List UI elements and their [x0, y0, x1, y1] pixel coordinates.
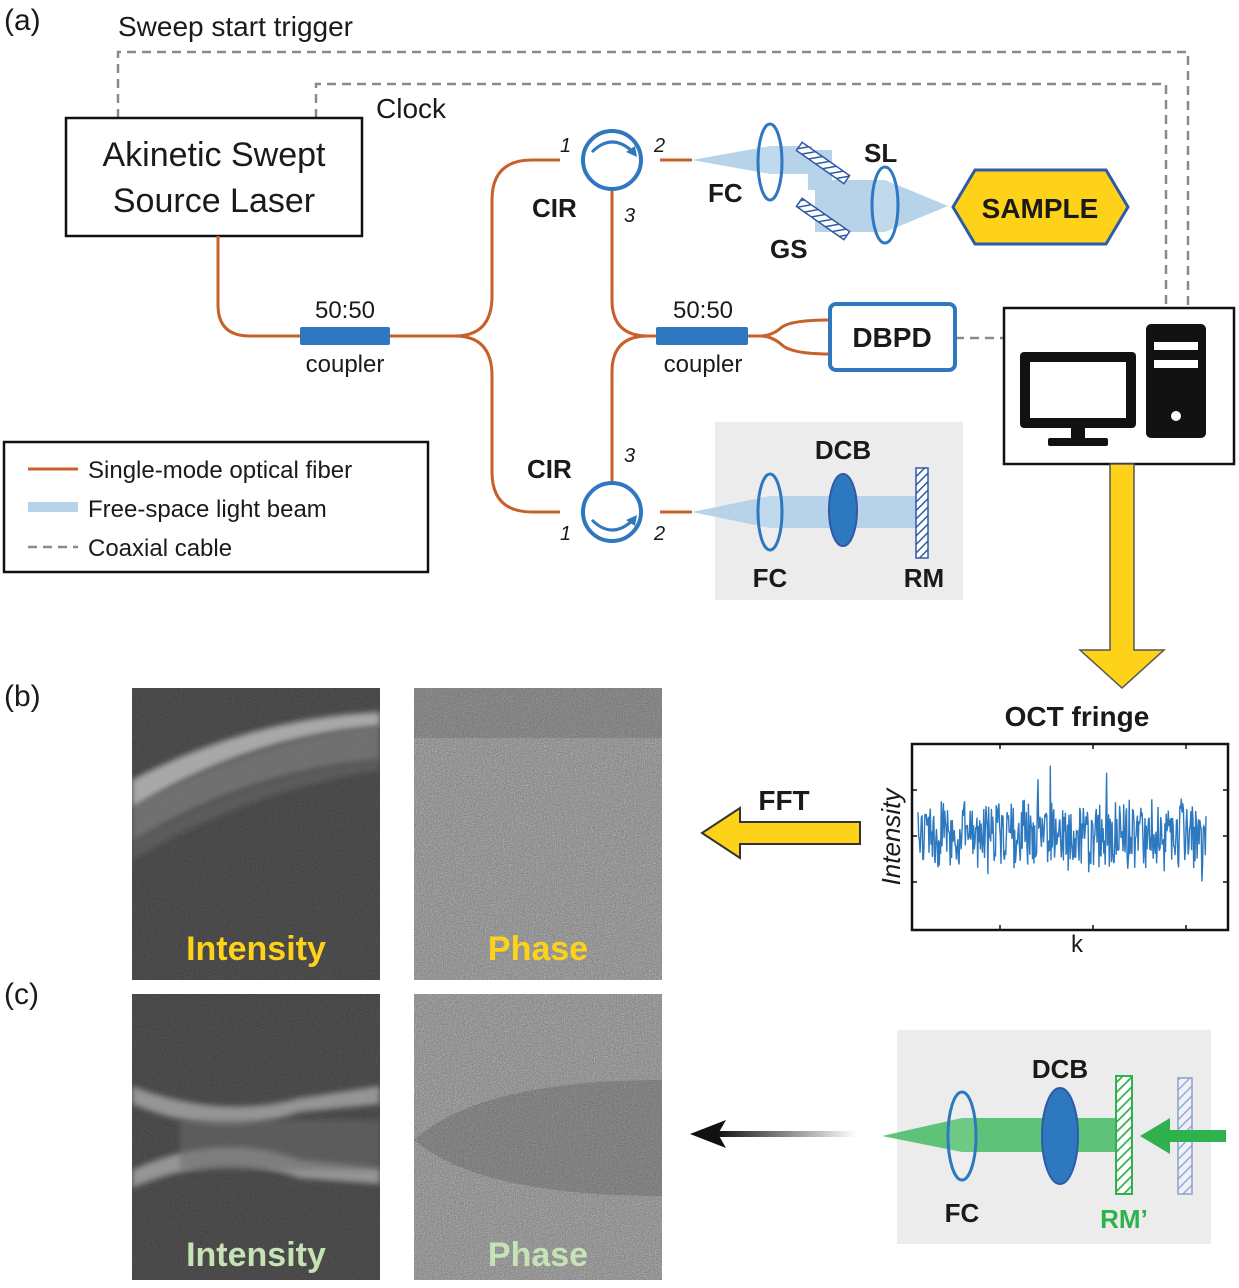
scan-lens — [870, 165, 900, 245]
fc-label-c: FC — [945, 1198, 980, 1228]
virtual-reference-mirror — [1115, 1075, 1133, 1195]
cir-bottom-port3: 3 — [624, 445, 635, 467]
panel-b-label: (b) — [4, 680, 41, 713]
ref-dcb-label: DCB — [815, 435, 871, 465]
fringe-waveform — [917, 765, 1207, 882]
coupler-1-label: coupler — [306, 351, 385, 378]
rm-label-c: RM’ — [1100, 1204, 1148, 1234]
fringe-xlabel: k — [1071, 931, 1084, 958]
laser-box — [64, 116, 364, 238]
green-arrow-head — [1140, 1118, 1170, 1154]
phase-label-b: Phase — [488, 930, 588, 968]
fringe-title: OCT fringe — [1005, 701, 1150, 732]
cir-top-port3: 3 — [624, 205, 635, 227]
phase-image-b — [414, 688, 662, 980]
clock-cable — [314, 82, 1168, 324]
galvo-label: GS — [770, 234, 808, 264]
intensity-image-b — [132, 688, 380, 980]
clock-label: Clock — [376, 93, 447, 124]
fiber-to-bottom-circulator — [454, 334, 560, 514]
fiber-top-circ-to-coupler — [610, 188, 660, 338]
cir-bottom-port1: 1 — [560, 523, 571, 545]
coupler-2 — [656, 327, 748, 345]
coupler-1 — [300, 327, 390, 345]
monitor-icon — [1020, 352, 1136, 446]
sweep-trigger-cable — [116, 50, 1190, 324]
dcb-label-c: DCB — [1032, 1054, 1088, 1084]
intensity-image-c — [132, 994, 380, 1280]
reference-mirror — [915, 467, 929, 559]
panel-a-label: (a) — [4, 4, 41, 37]
optical-fibers — [216, 158, 831, 514]
pc-tower-icon — [1146, 324, 1206, 438]
cir-bottom-port2: 2 — [653, 523, 665, 545]
fft-arrow — [700, 806, 861, 860]
circulator-bottom — [581, 481, 643, 543]
dcb-c — [1041, 1087, 1079, 1185]
black-arrow-shaft — [716, 1131, 856, 1137]
legend-beam-swatch — [28, 502, 78, 512]
green-beam-cone — [882, 1118, 962, 1152]
dispersion-compensation-block — [828, 473, 858, 547]
legend-cable-label: Coaxial cable — [88, 535, 232, 562]
dbpd-box — [828, 302, 957, 372]
data-flow-arrow — [1078, 463, 1166, 690]
sample-fiber-collimator-lens — [756, 122, 784, 202]
coupler-2-label: coupler — [664, 351, 743, 378]
fringe-ticks — [912, 744, 1228, 930]
sweep-trigger-label: Sweep start trigger — [118, 11, 353, 42]
circulator-top — [581, 129, 643, 191]
fiber-bottom-circ-to-coupler — [610, 334, 649, 485]
galvo-mirror-1 — [795, 141, 851, 185]
phase-label-c: Phase — [488, 1236, 588, 1274]
fiber-to-dbpd-b — [759, 334, 831, 356]
intensity-label-c: Intensity — [186, 1236, 326, 1274]
phase-image-c — [414, 994, 662, 1280]
cir-top-port1: 1 — [560, 135, 571, 157]
laser-fiber — [216, 236, 300, 338]
scan-lens-label: SL — [864, 138, 897, 168]
circulator-bottom-label: CIR — [527, 454, 572, 484]
sample-label: SAMPLE — [982, 193, 1099, 224]
legend-beam-label: Free-space light beam — [88, 496, 327, 523]
coupler-2-ratio: 50:50 — [673, 297, 733, 324]
panel-c-label: (c) — [4, 978, 39, 1011]
fiber-to-dbpd-a — [748, 318, 831, 338]
ref-rm-label: RM — [904, 563, 944, 593]
black-arrow-head — [690, 1120, 726, 1148]
legend-fiber-label: Single-mode optical fiber — [88, 457, 352, 484]
sample-fc-label: FC — [708, 178, 743, 208]
green-arrow-shaft — [1160, 1130, 1226, 1142]
fft-label: FFT — [758, 785, 809, 816]
intensity-label-b: Intensity — [186, 930, 326, 968]
ref-fc-label: FC — [753, 563, 788, 593]
laser-label-line1: Akinetic Swept — [103, 136, 327, 174]
sample-block — [951, 168, 1130, 246]
cir-top-port2: 2 — [653, 135, 665, 157]
coupler-1-ratio: 50:50 — [315, 297, 375, 324]
laser-label-line2: Source Laser — [113, 182, 315, 220]
fiber-to-top-circulator — [390, 158, 560, 338]
galvo-mirror-2 — [795, 197, 851, 241]
circulator-top-label: CIR — [532, 193, 577, 223]
fringe-signal — [917, 765, 1207, 882]
reference-fiber-collimator-lens — [756, 472, 784, 552]
dbpd-label: DBPD — [852, 322, 931, 353]
fc-lens-c — [946, 1090, 978, 1182]
fringe-ylabel: Intensity — [876, 787, 906, 886]
